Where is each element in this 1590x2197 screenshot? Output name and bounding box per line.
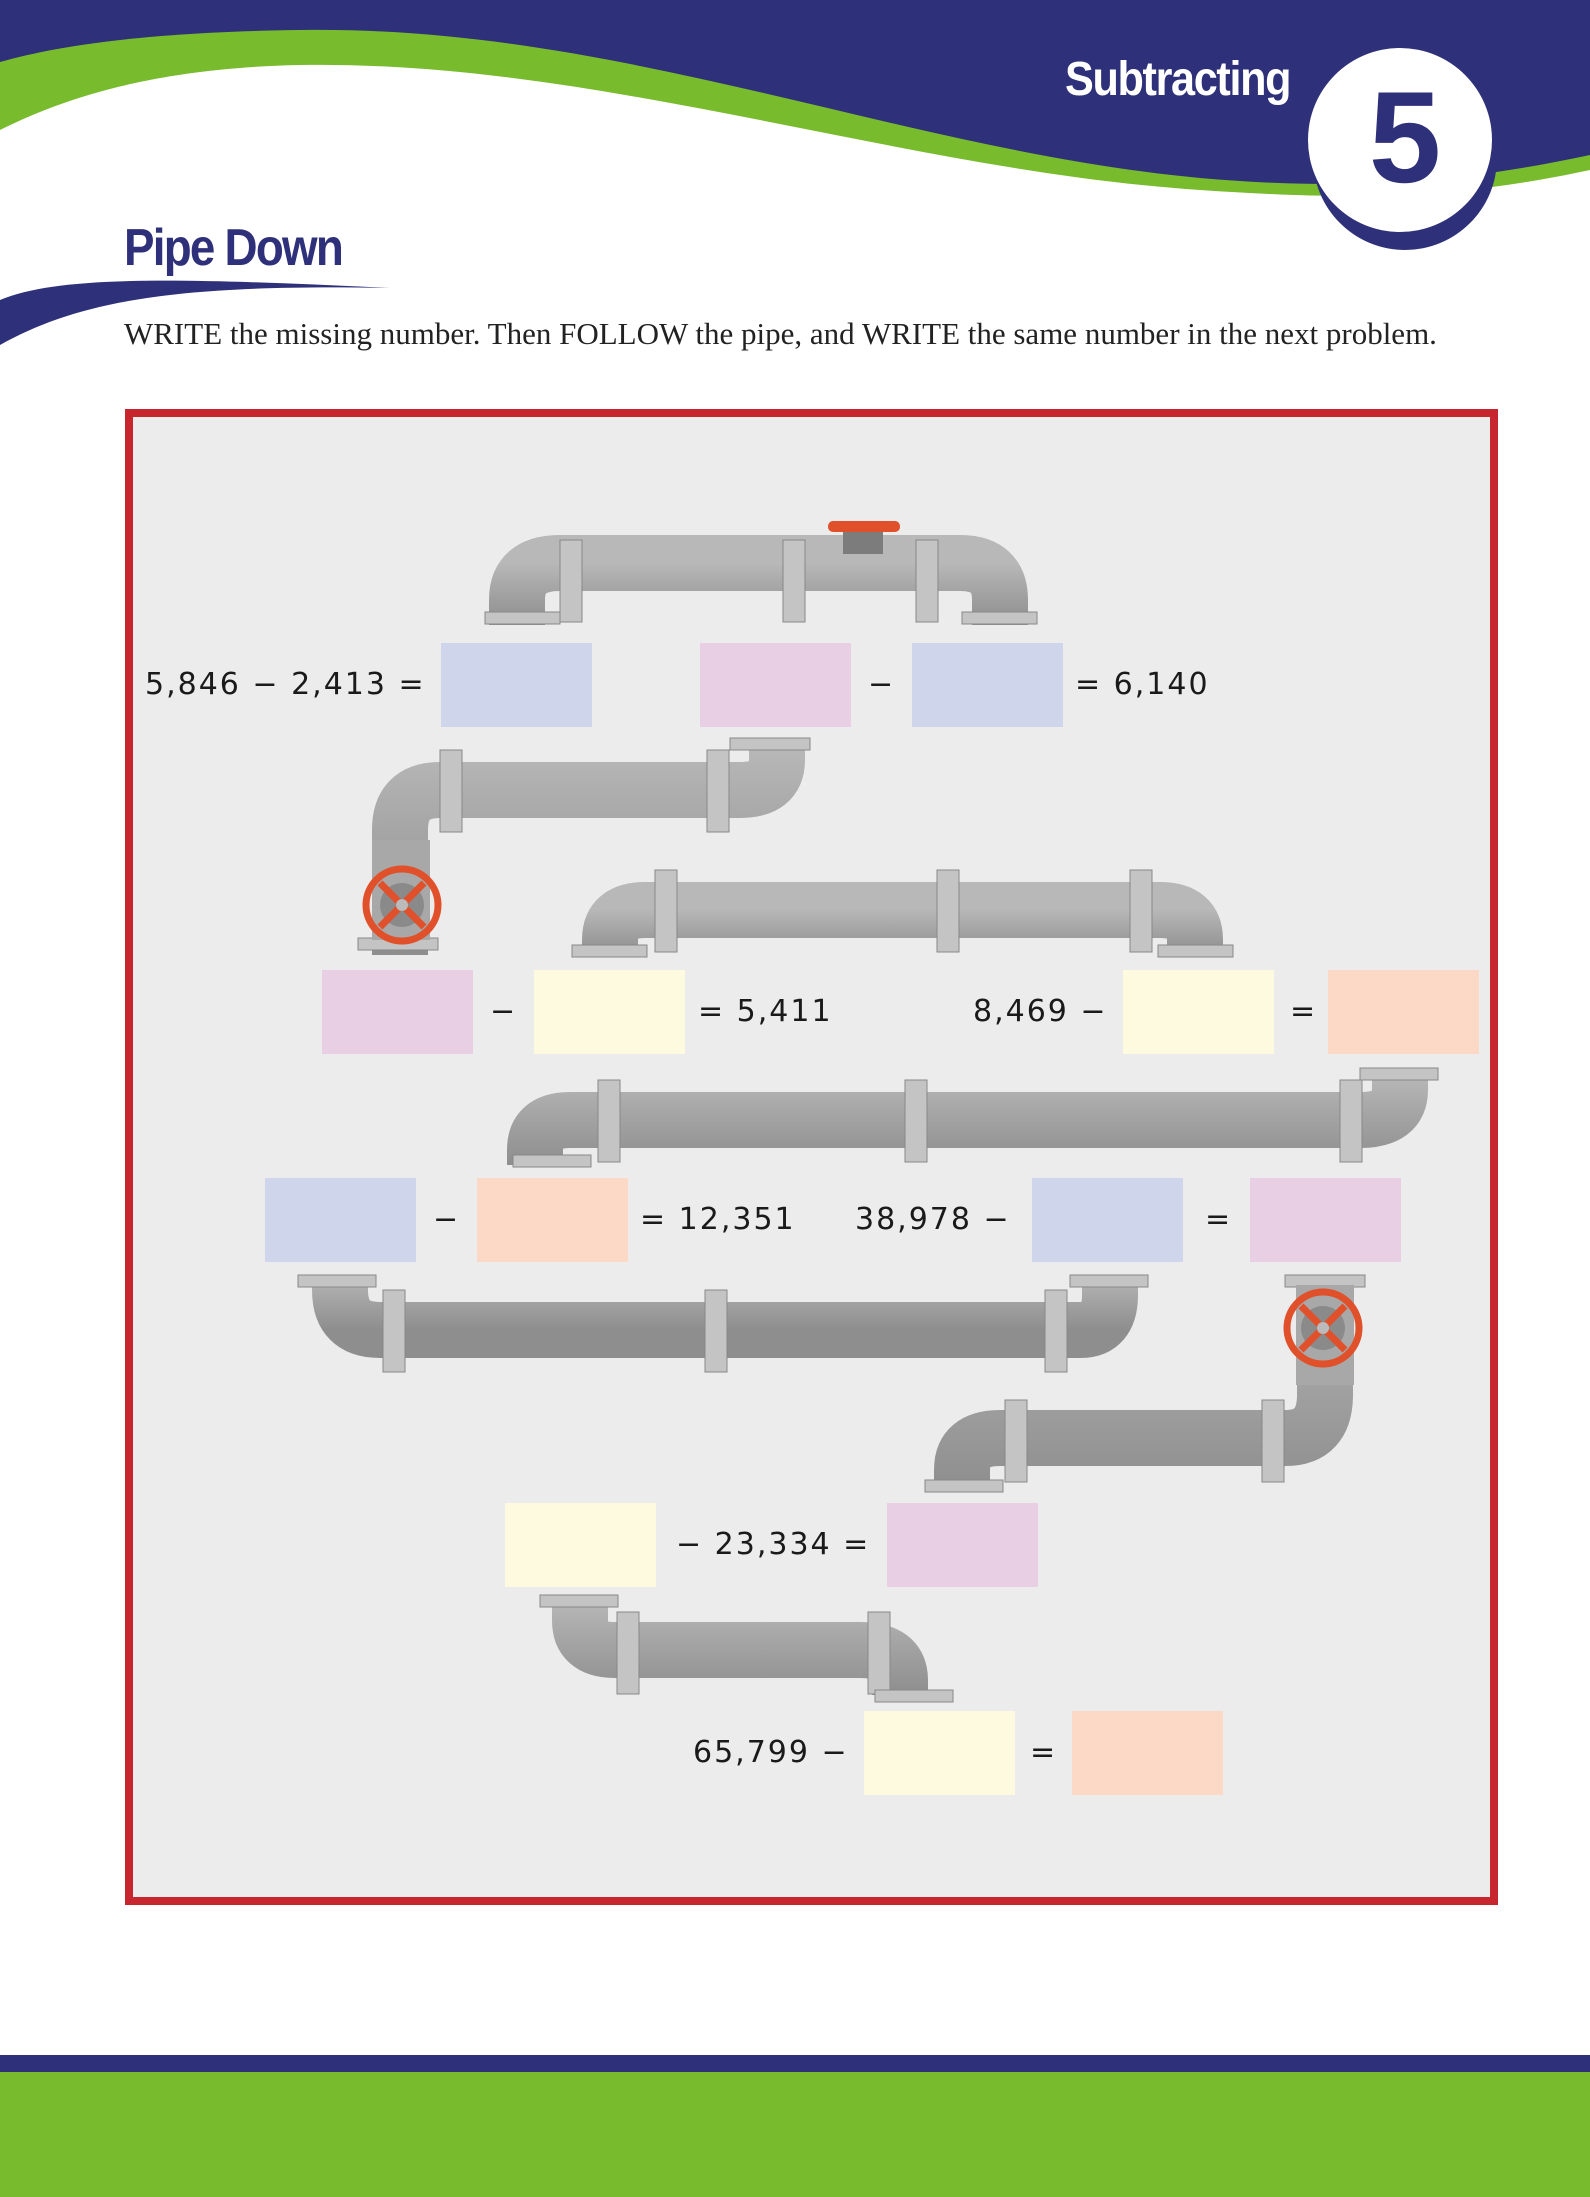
answer-box-p2-first[interactable] [700, 643, 851, 727]
problem-8-expression: 65,799 − [693, 1735, 849, 1770]
problem-4-expression: 8,469 − [973, 994, 1108, 1029]
answer-box-p2-second[interactable] [912, 643, 1063, 727]
answer-box-p7-first[interactable] [505, 1503, 656, 1587]
footer-band-green [0, 2072, 1590, 2197]
answer-box-p5-second[interactable] [477, 1178, 628, 1262]
instructions: WRITE the missing number. Then FOLLOW th… [124, 316, 1437, 351]
answer-box-p6-second[interactable] [1250, 1178, 1401, 1262]
problem-1-expression: 5,846 − 2,413 = [145, 667, 426, 702]
answer-box-p1[interactable] [441, 643, 592, 727]
problem-7-expression: − 23,334 = [676, 1527, 871, 1562]
operator-minus: − [433, 1202, 461, 1237]
lesson-number-badge: 5 [1368, 64, 1442, 210]
operator-minus: − [490, 994, 518, 1029]
problem-3-result: = 5,411 [698, 994, 833, 1029]
answer-box-p7-second[interactable] [887, 1503, 1038, 1587]
problem-5-result: = 12,351 [640, 1202, 796, 1237]
page-title: Pipe Down [124, 219, 344, 277]
section-label: Subtracting [1064, 53, 1292, 106]
operator-equals: = [1205, 1202, 1233, 1237]
valve-handle-icon [828, 521, 900, 554]
operator-equals: = [1030, 1735, 1058, 1770]
problem-6-expression: 38,978 − [855, 1202, 1011, 1237]
answer-box-p5-first[interactable] [265, 1178, 416, 1262]
operator-equals: = [1290, 994, 1318, 1029]
answer-box-p4-second[interactable] [1328, 970, 1479, 1054]
answer-box-p8-second[interactable] [1072, 1711, 1223, 1795]
answer-box-p6-first[interactable] [1032, 1178, 1183, 1262]
answer-box-p3-second[interactable] [534, 970, 685, 1054]
valve-wheel-icon [362, 840, 442, 945]
operator-minus: − [868, 667, 896, 702]
answer-box-p3-first[interactable] [322, 970, 473, 1054]
valve-wheel-icon [1283, 1285, 1363, 1385]
header-banner [0, 0, 1590, 345]
problem-2-result: = 6,140 [1075, 667, 1210, 702]
footer-band-navy [0, 2055, 1590, 2072]
answer-box-p8-first[interactable] [864, 1711, 1015, 1795]
answer-box-p4-first[interactable] [1123, 970, 1274, 1054]
